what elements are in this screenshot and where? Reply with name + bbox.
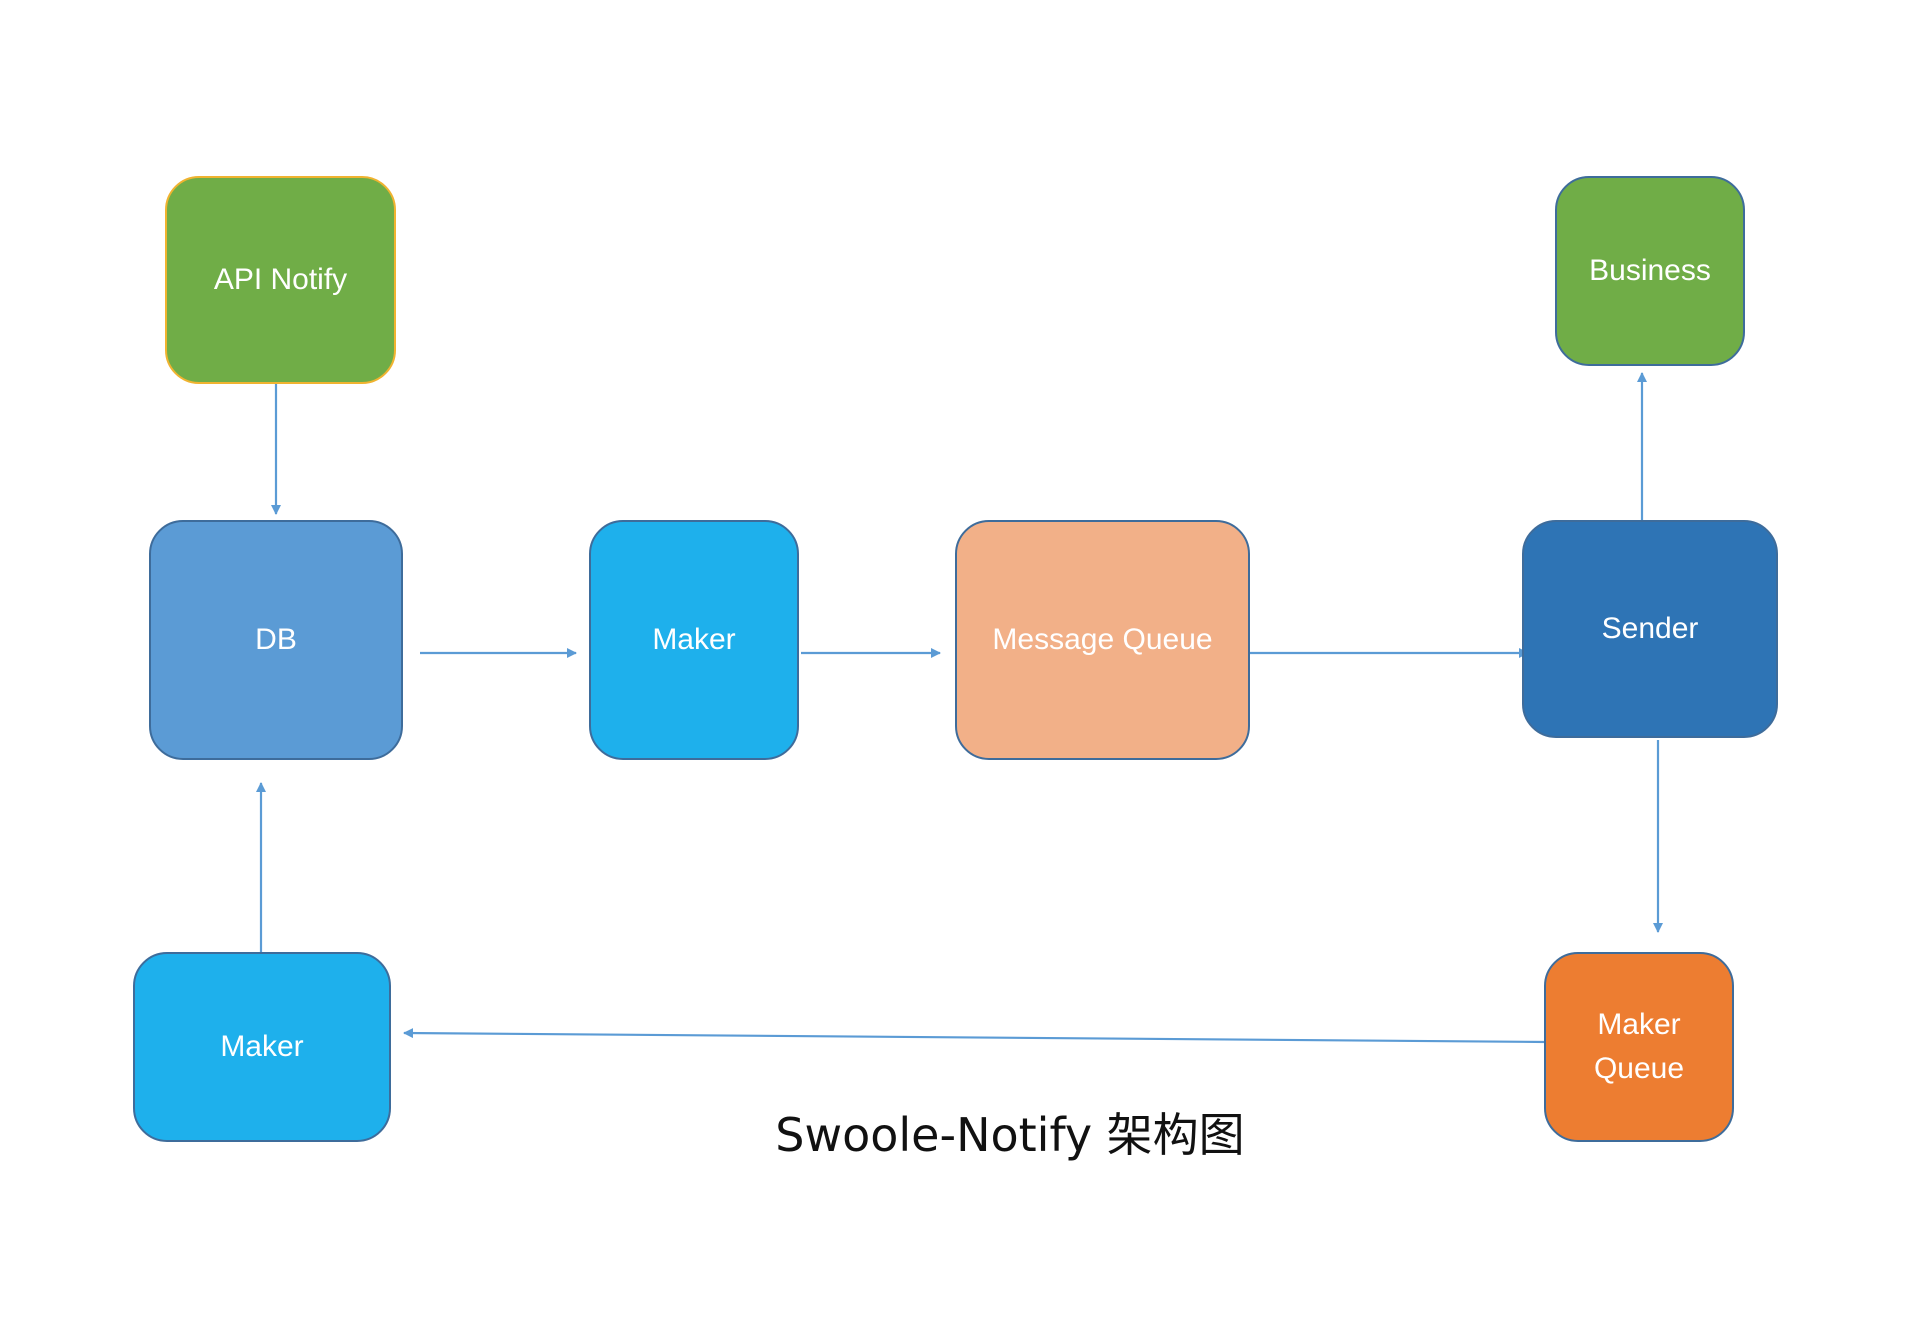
api-notify-label: API Notify	[213, 263, 348, 296]
message-queue-node: Message Queue	[955, 520, 1250, 760]
maker-return-label: Maker	[220, 1030, 304, 1063]
maker-node: Maker	[589, 520, 799, 760]
db-label: DB	[255, 623, 297, 656]
sender-node: Sender	[1522, 520, 1778, 738]
maker-return-node: Maker	[133, 952, 391, 1142]
diagram-title: Swoole-Notify 架构图	[775, 1108, 1245, 1162]
maker-queue-label: Maker Queue	[1593, 1008, 1685, 1085]
business-label: Business	[1589, 254, 1711, 287]
db-node: DB	[149, 520, 403, 760]
business-node: Business	[1555, 176, 1745, 366]
api-notify-node: API Notify	[165, 176, 396, 384]
maker-queue-node: Maker Queue	[1544, 952, 1734, 1142]
sender-label: Sender	[1601, 612, 1699, 645]
maker-label: Maker	[652, 623, 736, 656]
message-queue-label: Message Queue	[992, 623, 1213, 656]
edge-maker-queue-to-maker	[403, 1028, 1547, 1044]
